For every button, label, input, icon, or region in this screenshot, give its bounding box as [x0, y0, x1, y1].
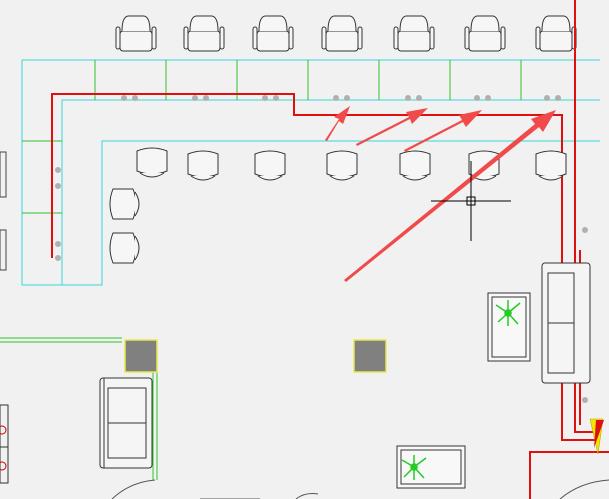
chair: [321, 15, 363, 52]
desk-partitions: [0, 60, 522, 480]
chair: [393, 15, 435, 52]
chair: [464, 15, 506, 52]
chair: [399, 150, 431, 181]
sofa: [541, 262, 591, 384]
chair: [535, 150, 567, 181]
chair: [254, 150, 286, 181]
chair: [252, 15, 294, 52]
chair: [535, 15, 577, 52]
annotation-arrows[interactable]: [325, 106, 556, 282]
door-swings: [111, 479, 609, 499]
planter: [487, 292, 531, 362]
plant-icon: [495, 300, 521, 326]
side-chairs: [109, 188, 140, 264]
chair: [326, 150, 358, 181]
arrow-icon[interactable]: [356, 108, 428, 146]
chair: [109, 188, 140, 220]
left-wall-fragments: [0, 151, 9, 484]
chair: [183, 15, 225, 52]
chair: [187, 150, 219, 181]
top-chair-row: [115, 15, 577, 52]
crosshair-icon: [431, 161, 511, 241]
sofa: [99, 377, 153, 469]
arrow-icon[interactable]: [404, 110, 482, 152]
chair: [109, 232, 140, 264]
structural-columns: [124, 339, 387, 373]
chair: [136, 147, 168, 178]
arrow-icon[interactable]: [325, 106, 350, 141]
arrow-icon[interactable]: [344, 110, 556, 282]
chair: [115, 15, 157, 52]
planter: [396, 445, 466, 489]
outlet-markers: [55, 95, 588, 403]
plant-icon: [401, 455, 427, 480]
